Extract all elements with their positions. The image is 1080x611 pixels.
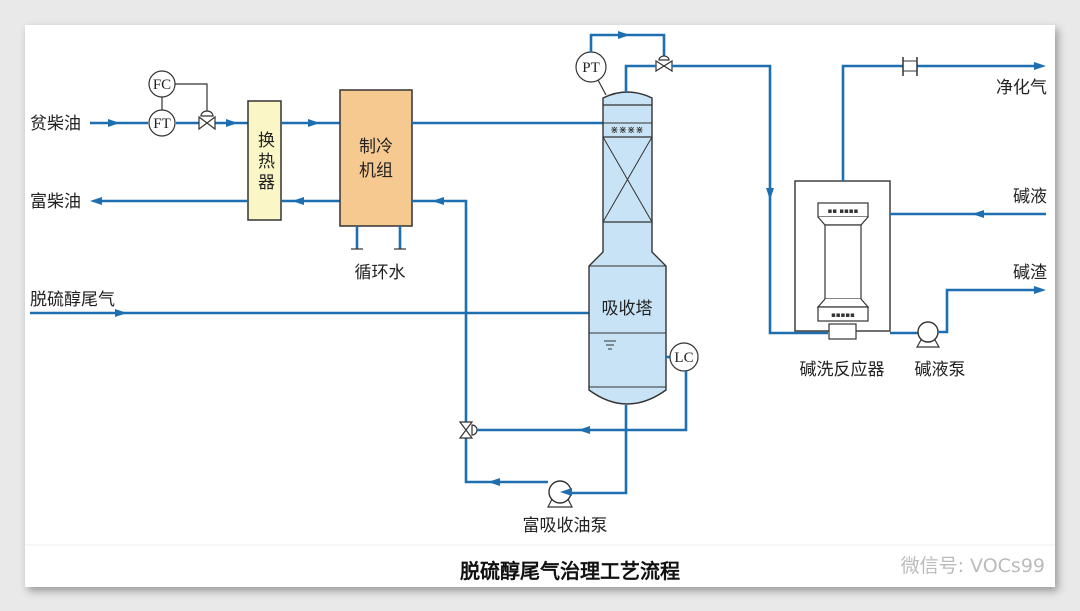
chiller-unit: 制冷 机组	[339, 89, 413, 227]
svg-text:⋇⋇⋇⋇: ⋇⋇⋇⋇	[610, 125, 644, 136]
pt-signal-line	[589, 33, 666, 58]
lean-diesel-line	[90, 119, 248, 127]
fc-instrument: FC	[148, 70, 176, 98]
lc-signal-line	[477, 371, 688, 432]
flange-icon	[902, 57, 918, 76]
pt-label: PT	[582, 60, 600, 76]
rich-oil-return-line	[412, 197, 628, 495]
chiller-label-line1: 制冷	[359, 137, 393, 157]
tower-overhead-line	[624, 64, 656, 92]
alkali-residue-line	[938, 288, 1040, 334]
alkali-residue-label: 碱渣	[1013, 263, 1047, 283]
control-valve-icon	[198, 110, 216, 131]
rich-diesel-label: 富柴油	[30, 192, 81, 212]
rich-oil-pump-icon	[547, 480, 573, 508]
absorption-tower: ⋇⋇⋇⋇ 吸收塔	[588, 91, 667, 405]
cooling-water-label: 循环水	[355, 263, 406, 283]
watermark: 微信号: VOCs99	[901, 555, 1045, 577]
ft-instrument: FT	[148, 109, 176, 137]
tail-gas-label: 脱硫醇尾气	[30, 290, 115, 310]
rich-diesel-line	[90, 197, 340, 205]
cooling-water-lines	[351, 226, 406, 250]
pt-instrument: PT	[575, 51, 607, 83]
level-control-valve-icon	[458, 421, 478, 439]
caustic-wash-reactor: ▪▪ ▪▪▪▪ ▪▪▪▪▪	[794, 180, 891, 340]
heat-exchanger-label: 换热器	[254, 131, 275, 194]
pressure-valve-icon	[655, 55, 673, 73]
diagram-caption: 脱硫醇尾气治理工艺流程	[460, 559, 680, 583]
svg-text:▪▪▪▪▪: ▪▪▪▪▪	[831, 311, 855, 319]
lye-pump-label: 碱液泵	[915, 360, 966, 380]
lc-instrument: LC	[669, 342, 699, 372]
rich-oil-pump-label: 富吸收油泵	[523, 516, 608, 536]
purified-gas-label: 净化气	[996, 78, 1047, 98]
lye-label: 碱液	[1013, 187, 1047, 207]
lye-pump-icon	[915, 321, 941, 348]
ft-label: FT	[153, 116, 171, 132]
fc-label: FC	[153, 77, 171, 93]
heat-exchanger: 换热器	[247, 100, 282, 221]
lean-diesel-label: 贫柴油	[30, 114, 81, 134]
purified-gas-line	[841, 64, 1040, 181]
fc-valve-signal	[175, 83, 208, 116]
chiller-label-line2: 机组	[359, 161, 393, 181]
absorber-label: 吸收塔	[602, 299, 653, 319]
svg-text:▪▪ ▪▪▪▪: ▪▪ ▪▪▪▪	[828, 207, 859, 215]
lc-label: LC	[674, 350, 693, 366]
caustic-reactor-label: 碱洗反应器	[800, 360, 885, 380]
